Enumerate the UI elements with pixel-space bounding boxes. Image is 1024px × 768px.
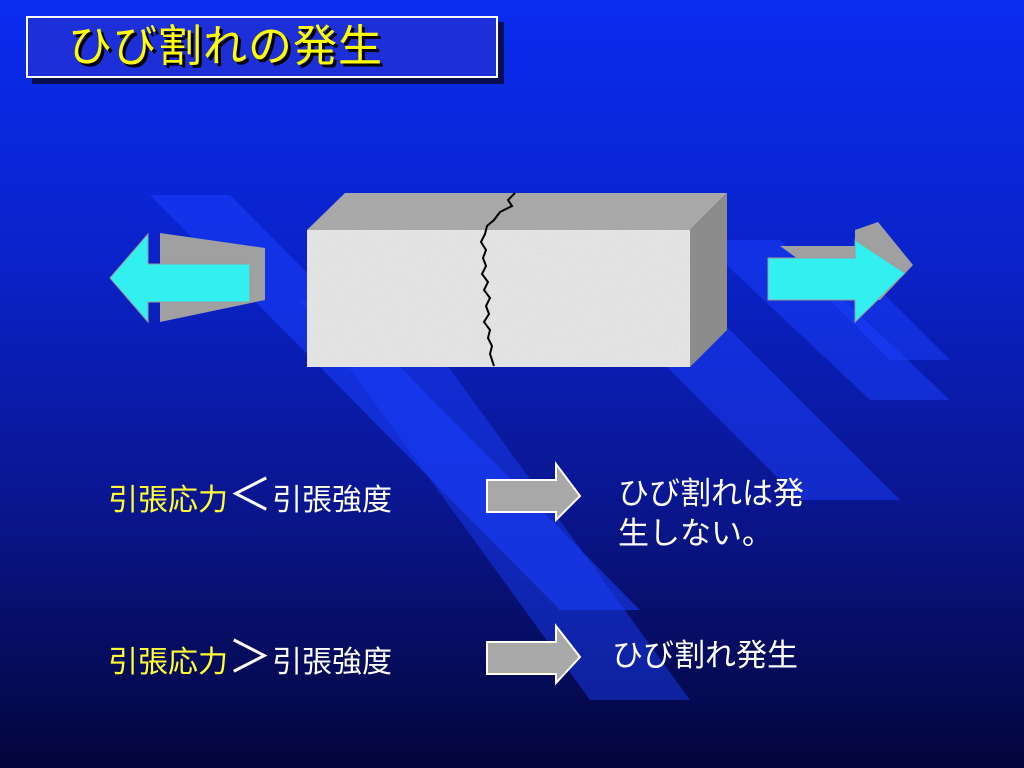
right-arrow: [767, 222, 913, 324]
title-box: ひび割れの発生: [26, 16, 498, 78]
left-arrow: [109, 232, 265, 324]
row2-strength-label: 引張強度: [272, 645, 392, 680]
row1-stress-label: 引張応力: [108, 483, 228, 518]
row2-result-line1: ひび割れ発生: [612, 638, 798, 674]
row1-result-line1: ひび割れは発: [618, 476, 804, 512]
row2-stress-label: 引張応力: [108, 645, 228, 680]
row1-relation-symbol: ＜: [228, 470, 272, 521]
row1-condition: 引張応力＜引張強度: [108, 474, 392, 519]
row1-result-arrow: [486, 461, 582, 523]
row1-result-line2: 生しない。: [618, 516, 773, 552]
row2-relation-symbol: ＞: [228, 632, 272, 683]
concrete-block: [307, 192, 727, 367]
page-title: ひび割れの発生: [68, 21, 383, 72]
crack-line: [479, 192, 516, 367]
row1-strength-label: 引張強度: [272, 483, 392, 518]
row2-result: ひび割れ発生: [612, 636, 798, 676]
row2-result-arrow: [486, 623, 582, 686]
row2-condition: 引張応力＞引張強度: [108, 636, 392, 681]
row1-result: ひび割れは発 生しない。: [618, 474, 804, 554]
